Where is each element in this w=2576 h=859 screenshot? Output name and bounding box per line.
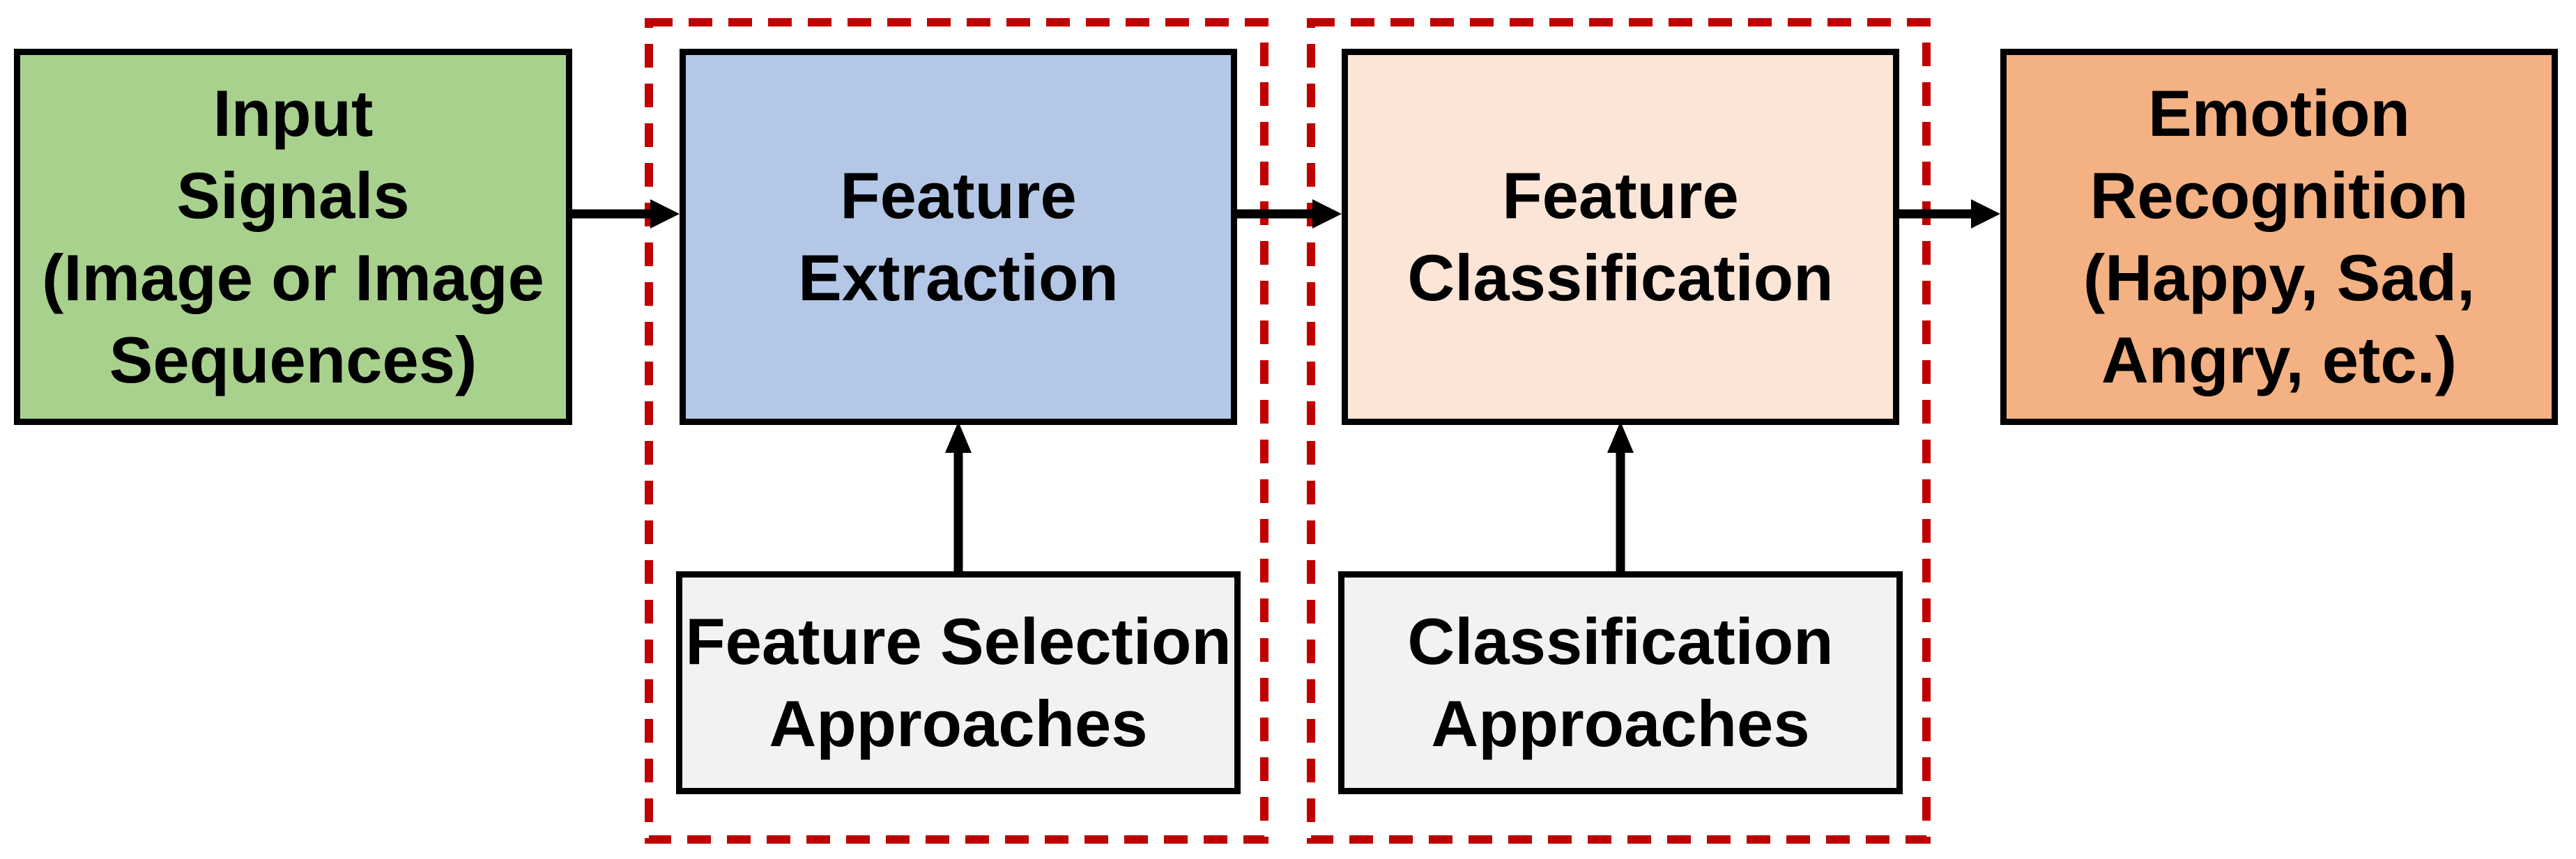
input-signals-label: Input Signals (Image or Image Sequences) — [42, 77, 544, 396]
arrow-selection-to-extraction-icon — [945, 421, 972, 573]
emotion-recognition-node: Emotion Recognition (Happy, Sad, Angry, … — [2000, 49, 2558, 425]
arrow-approaches-to-classification-icon — [1607, 421, 1634, 573]
arrow-input-to-extraction-icon — [570, 199, 680, 229]
feature-classification-label: Feature Classification — [1407, 159, 1834, 314]
feature-selection-approaches-label: Feature Selection Approaches — [685, 605, 1232, 760]
emotion-recognition-label: Emotion Recognition (Happy, Sad, Angry, … — [2083, 77, 2476, 396]
classification-approaches-node: Classification Approaches — [1338, 571, 1903, 794]
input-signals-node: Input Signals (Image or Image Sequences) — [14, 49, 572, 425]
classification-approaches-label: Classification Approaches — [1407, 605, 1834, 760]
feature-extraction-label: Feature Extraction — [798, 159, 1119, 314]
feature-selection-approaches-node: Feature Selection Approaches — [676, 571, 1241, 794]
arrow-classification-to-emotion-icon — [1898, 199, 2000, 229]
arrow-extraction-to-classification-icon — [1236, 199, 1342, 229]
feature-classification-node: Feature Classification — [1342, 49, 1899, 425]
